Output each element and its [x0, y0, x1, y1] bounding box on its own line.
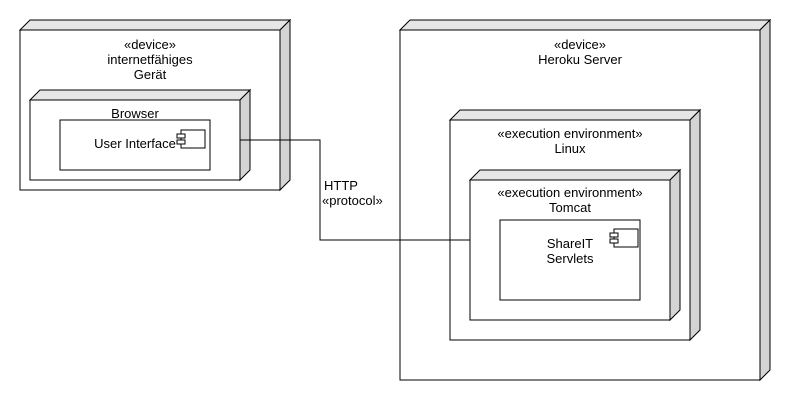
component-icon [176, 129, 206, 149]
servlets-name-line1: ShareIT [547, 236, 593, 251]
component-icon [609, 228, 639, 248]
device-right-name: Heroku Server [538, 52, 622, 67]
user-interface-component[interactable]: User Interface [59, 119, 211, 171]
user-interface-name: User Interface [94, 136, 176, 151]
linux-stereotype: «execution environment» [497, 126, 642, 141]
shareit-servlets-component[interactable]: ShareIT Servlets [499, 219, 641, 301]
http-connection[interactable]: HTTP «protocol» [240, 139, 470, 241]
device-right-stereotype: «device» [554, 37, 606, 52]
browser-node-name: Browser [111, 106, 159, 121]
device-left-stereotype: «device» [124, 37, 176, 52]
connection-line [240, 139, 470, 241]
device-left-name-line1: internetfähiges [107, 52, 193, 67]
device-left-name-line2: Gerät [134, 67, 167, 82]
linux-name: Linux [554, 141, 586, 156]
connection-label-stereotype: «protocol» [322, 193, 383, 208]
tomcat-stereotype: «execution environment» [497, 185, 642, 200]
connection-label-protocol-name: HTTP [324, 178, 358, 193]
servlets-name-line2: Servlets [547, 251, 594, 266]
tomcat-name: Tomcat [549, 200, 591, 215]
